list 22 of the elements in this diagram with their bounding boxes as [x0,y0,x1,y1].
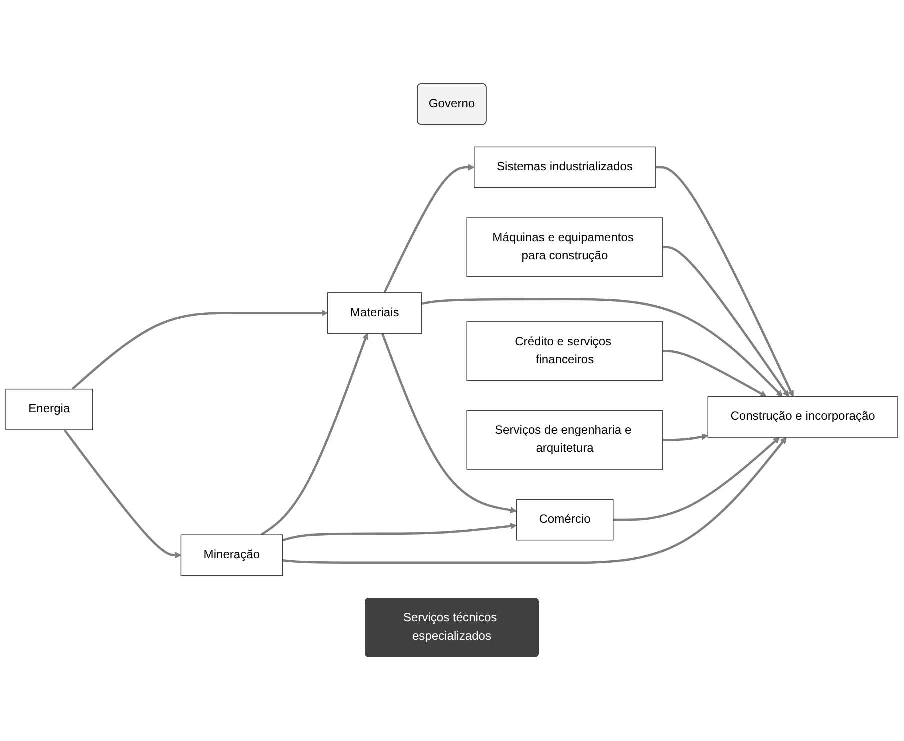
node-box: Comércio [516,499,614,541]
node-box: Mineração [180,534,284,576]
arrow [282,523,517,542]
arrow [656,166,794,398]
arrow [662,434,708,442]
node-box: Máquinas e equipamentos para construção [466,218,664,278]
arrow [662,246,790,398]
arrow [662,350,768,398]
arrow [72,310,328,390]
node-box: Materiais [327,292,422,334]
arrow [613,437,780,522]
node-box: Sistemas industrializados [474,146,656,188]
arrow [64,429,182,559]
arrow [384,164,475,294]
node-box: Energia [6,388,94,430]
node-box: Serviços de engenharia e arquitetura [466,410,664,470]
arrow [260,333,369,536]
arrow [422,298,784,398]
arrow [381,333,517,514]
node-box: Crédito e serviços financeiros [466,322,664,382]
node-box: Construção e incorporação [708,396,898,438]
arrow [282,437,787,564]
